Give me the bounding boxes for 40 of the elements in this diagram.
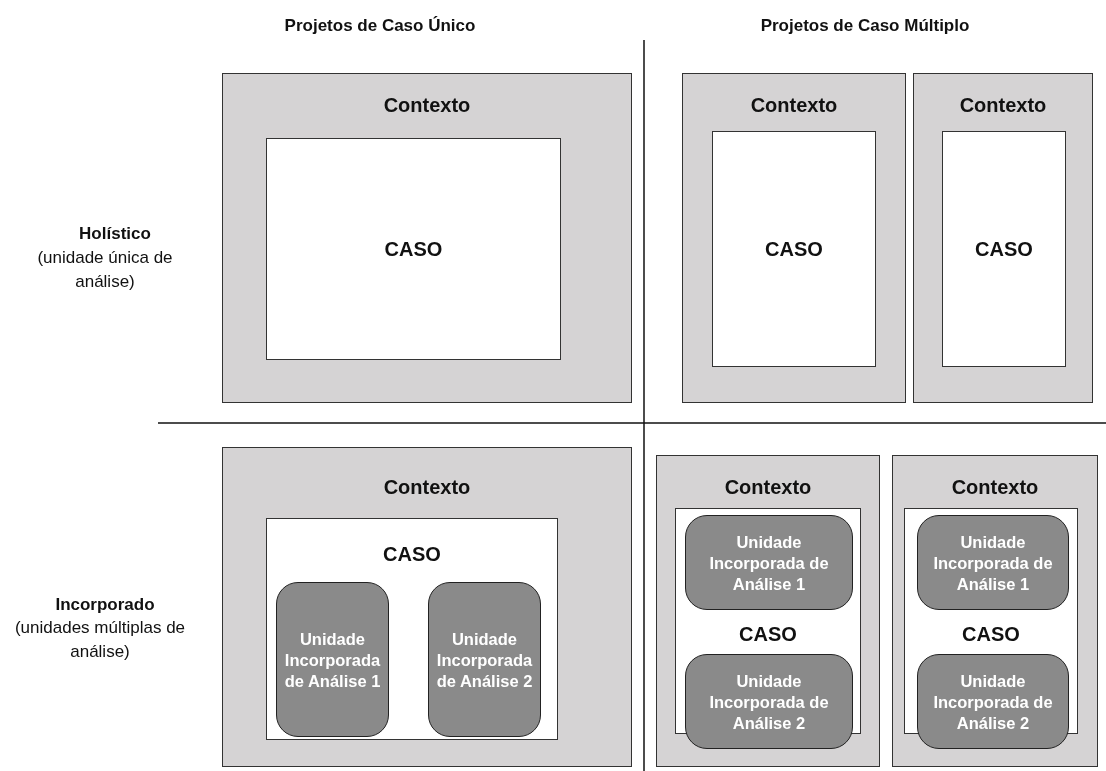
context-heading: Contexto	[382, 476, 472, 499]
unit-label: Unidade Incorporada de Análise 1	[932, 531, 1054, 594]
case-label: CASO	[738, 623, 798, 646]
context-panel	[682, 73, 906, 403]
unit-box	[917, 654, 1069, 749]
unit-box	[685, 654, 853, 749]
unit-box	[685, 515, 853, 610]
unit-label: Unidade Incorporada de Análise 1	[283, 628, 382, 691]
row-heading: Holístico	[78, 223, 152, 245]
case-box	[942, 131, 1066, 367]
case-label: CASO	[382, 543, 442, 566]
column-heading: Projetos de Caso Múltiplo	[759, 15, 971, 37]
context-heading: Contexto	[950, 476, 1040, 499]
unit-label: Unidade Incorporada de Análise 1	[708, 531, 830, 594]
case-label: CASO	[961, 623, 1021, 646]
context-panel	[222, 447, 632, 767]
case-label: CASO	[764, 237, 824, 261]
context-panel	[892, 455, 1098, 767]
unit-box	[917, 515, 1069, 610]
context-panel	[656, 455, 880, 767]
row-heading: Incorporado	[54, 594, 156, 616]
case-box	[712, 131, 876, 367]
context-heading: Contexto	[382, 94, 472, 117]
unit-box	[276, 582, 389, 737]
unit-label: Unidade Incorporada de Análise 2	[932, 670, 1054, 733]
context-panel	[222, 73, 632, 403]
row-note: (unidade única de análise)	[36, 247, 174, 293]
row-note: (unidades múltiplas de análise)	[13, 617, 187, 663]
case-label: CASO	[383, 237, 444, 261]
unit-box	[428, 582, 541, 737]
case-box	[266, 518, 558, 740]
context-panel	[913, 73, 1093, 403]
context-heading: Contexto	[958, 94, 1048, 117]
context-heading: Contexto	[749, 94, 839, 117]
case-label: CASO	[974, 237, 1034, 261]
column-heading: Projetos de Caso Único	[283, 15, 477, 37]
case-box	[266, 138, 561, 360]
unit-label: Unidade Incorporada de Análise 2	[708, 670, 830, 733]
unit-label: Unidade Incorporada de Análise 2	[435, 628, 534, 691]
context-heading: Contexto	[723, 476, 813, 499]
